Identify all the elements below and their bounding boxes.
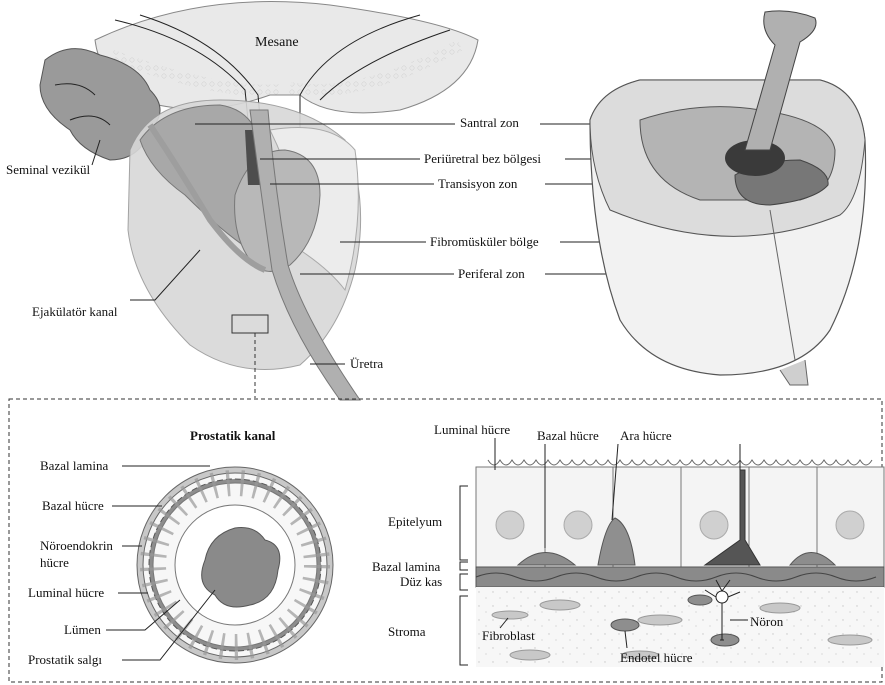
label-transition-zone: Transisyon zon <box>438 176 518 191</box>
prostatic-duct-illustration <box>137 467 333 663</box>
tissue-label-basal-cell: Bazal hücre <box>537 428 599 443</box>
duct-label-neuroendocrine-2: hücre <box>40 555 69 570</box>
label-central-zone: Santral zon <box>460 115 519 130</box>
tissue-label-fibroblast: Fibroblast <box>482 628 535 643</box>
sagittal-prostate-illustration <box>40 2 478 400</box>
tissue-label-epithelium: Epitelyum <box>388 514 442 529</box>
label-fibromuscular-zone: Fibromüsküler bölge <box>430 234 539 249</box>
duct-title: Prostatik kanal <box>190 428 276 443</box>
label-bladder: Mesane <box>255 35 299 50</box>
label-urethra: Üretra <box>350 356 383 371</box>
tissue-label-luminal-cell: Luminal hücre <box>434 422 510 437</box>
tissue-label-intermediate-cell: Ara hücre <box>620 428 672 443</box>
duct-label-basal-cell: Bazal hücre <box>42 498 104 513</box>
duct-label-lumen: Lümen <box>64 622 101 637</box>
epithelium-tissue-illustration <box>476 460 884 667</box>
label-seminal-vesicle: Seminal vezikül <box>6 162 91 177</box>
duct-label-secretion: Prostatik salgı <box>28 652 102 667</box>
neuron-cell <box>716 591 728 603</box>
tissue-label-neuron: Nöron <box>750 614 784 629</box>
duct-label-neuroendocrine-1: Nöroendokrin <box>40 538 113 553</box>
label-peripheral-zone: Periferal zon <box>458 266 525 281</box>
cross-section-prostate-illustration <box>590 11 866 385</box>
duct-label-luminal-cell: Luminal hücre <box>28 585 104 600</box>
duct-label-basal-lamina: Bazal lamina <box>40 458 108 473</box>
tissue-label-basal-lamina: Bazal lamina <box>372 559 440 574</box>
tissue-label-endothelial: Endotel hücre <box>620 650 693 665</box>
label-ejaculatory-duct: Ejakülatör kanal <box>32 304 118 319</box>
tissue-label-stroma: Stroma <box>388 624 426 639</box>
label-periurethral-zone: Periüretral bez bölgesi <box>424 151 541 166</box>
tissue-label-smooth-muscle: Düz kas <box>400 574 442 589</box>
